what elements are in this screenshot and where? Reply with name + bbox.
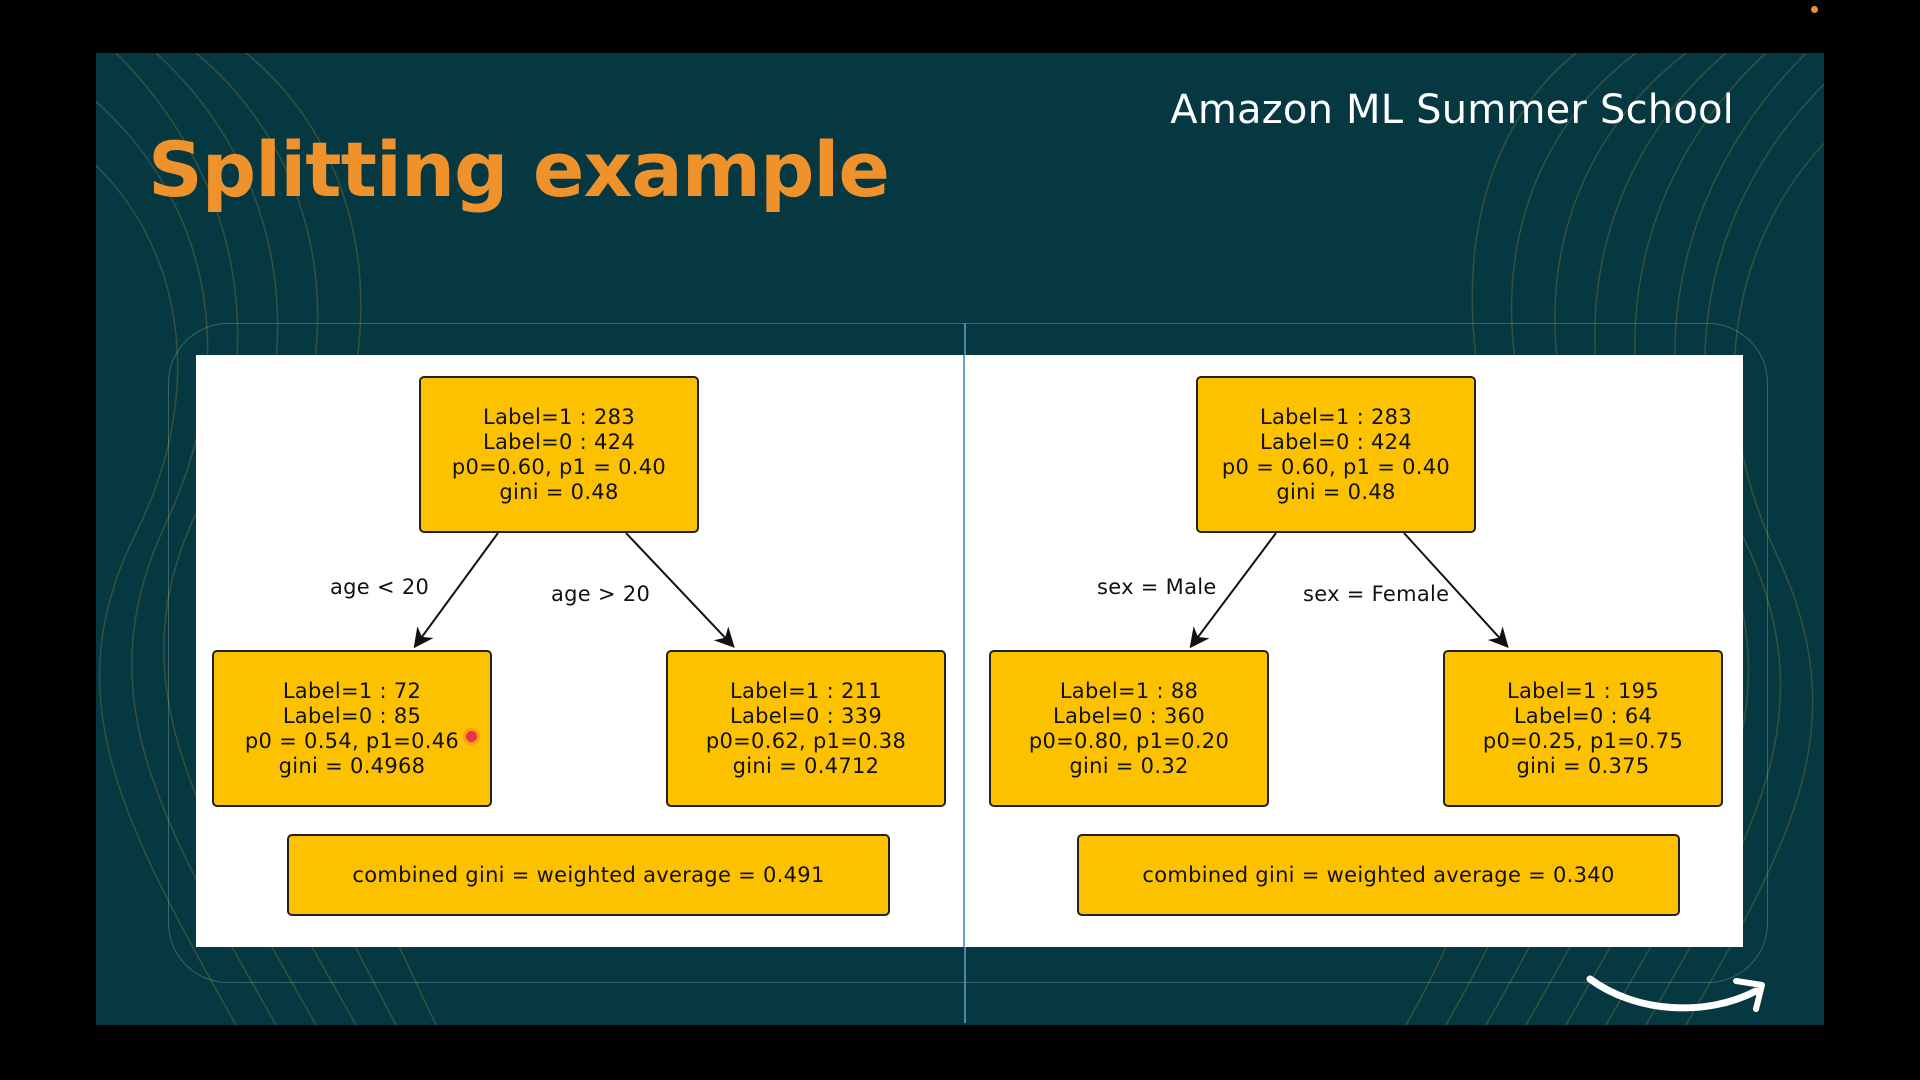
slide: Amazon ML Summer School Splitting exampl… — [96, 53, 1824, 1025]
summary-text: combined gini = weighted average = 0.340 — [1142, 862, 1615, 887]
node-line: Label=0 : 85 — [282, 703, 422, 728]
recording-indicator-icon — [1811, 6, 1818, 13]
left-tree-edge-left — [413, 532, 499, 649]
node-line: p0 = 0.54, p1=0.46 — [244, 728, 460, 753]
node-line: Label=0 : 339 — [729, 703, 883, 728]
right-tree-edge-right — [1403, 532, 1509, 648]
right-tree-edge-label-left: sex = Male — [1097, 575, 1217, 599]
node-line: Label=0 : 360 — [1052, 703, 1206, 728]
right-tree-edge-label-right: sex = Female — [1303, 582, 1450, 606]
node-line: gini = 0.48 — [1276, 479, 1396, 504]
right-child-node: Label=1 : 211 Label=0 : 339 p0=0.62, p1=… — [666, 650, 946, 807]
brand-text: Amazon ML Summer School — [1170, 87, 1734, 133]
node-line: p0=0.25, p1=0.75 — [1482, 728, 1684, 753]
diagram-panel: Label=1 : 283 Label=0 : 424 p0=0.60, p1 … — [196, 355, 1743, 947]
node-line: p0 = 0.60, p1 = 0.40 — [1221, 454, 1451, 479]
amazon-smile-arrow-icon — [1586, 975, 1765, 1012]
node-line: Label=0 : 424 — [482, 429, 636, 454]
left-tree-edge-right — [625, 532, 735, 648]
left-combined-gini-box: combined gini = weighted average = 0.491 — [287, 834, 890, 916]
node-line: gini = 0.4712 — [732, 753, 880, 778]
node-line: Label=0 : 424 — [1259, 429, 1413, 454]
node-line: Label=1 : 88 — [1059, 678, 1199, 703]
node-line: gini = 0.4968 — [278, 753, 426, 778]
node-line: Label=1 : 283 — [1259, 404, 1413, 429]
slide-title: Splitting example — [148, 125, 890, 214]
node-line: Label=1 : 283 — [482, 404, 636, 429]
right-tree-edge-left — [1189, 532, 1277, 649]
laser-pointer-dot-icon — [466, 731, 477, 742]
tree-edges — [413, 532, 1509, 649]
node-line: Label=1 : 72 — [282, 678, 422, 703]
left-tree-edge-label-right: age > 20 — [551, 582, 651, 606]
panel-divider — [963, 355, 965, 947]
node-line: Label=1 : 211 — [729, 678, 883, 703]
summary-text: combined gini = weighted average = 0.491 — [352, 862, 825, 887]
node-line: p0=0.60, p1 = 0.40 — [451, 454, 667, 479]
male-child-node: Label=1 : 88 Label=0 : 360 p0=0.80, p1=0… — [989, 650, 1269, 807]
right-root-node: Label=1 : 283 Label=0 : 424 p0 = 0.60, p… — [1196, 376, 1476, 533]
node-line: gini = 0.375 — [1516, 753, 1650, 778]
node-line: p0=0.62, p1=0.38 — [705, 728, 907, 753]
node-line: gini = 0.48 — [499, 479, 619, 504]
node-line: Label=0 : 64 — [1513, 703, 1653, 728]
left-root-node: Label=1 : 283 Label=0 : 424 p0=0.60, p1 … — [419, 376, 699, 533]
frame-outline — [168, 323, 1768, 983]
node-line: Label=1 : 195 — [1506, 678, 1660, 703]
node-line: p0=0.80, p1=0.20 — [1028, 728, 1230, 753]
left-child-node: Label=1 : 72 Label=0 : 85 p0 = 0.54, p1=… — [212, 650, 492, 807]
female-child-node: Label=1 : 195 Label=0 : 64 p0=0.25, p1=0… — [1443, 650, 1723, 807]
left-tree-edge-label-left: age < 20 — [330, 575, 430, 599]
right-combined-gini-box: combined gini = weighted average = 0.340 — [1077, 834, 1680, 916]
node-line: gini = 0.32 — [1069, 753, 1189, 778]
